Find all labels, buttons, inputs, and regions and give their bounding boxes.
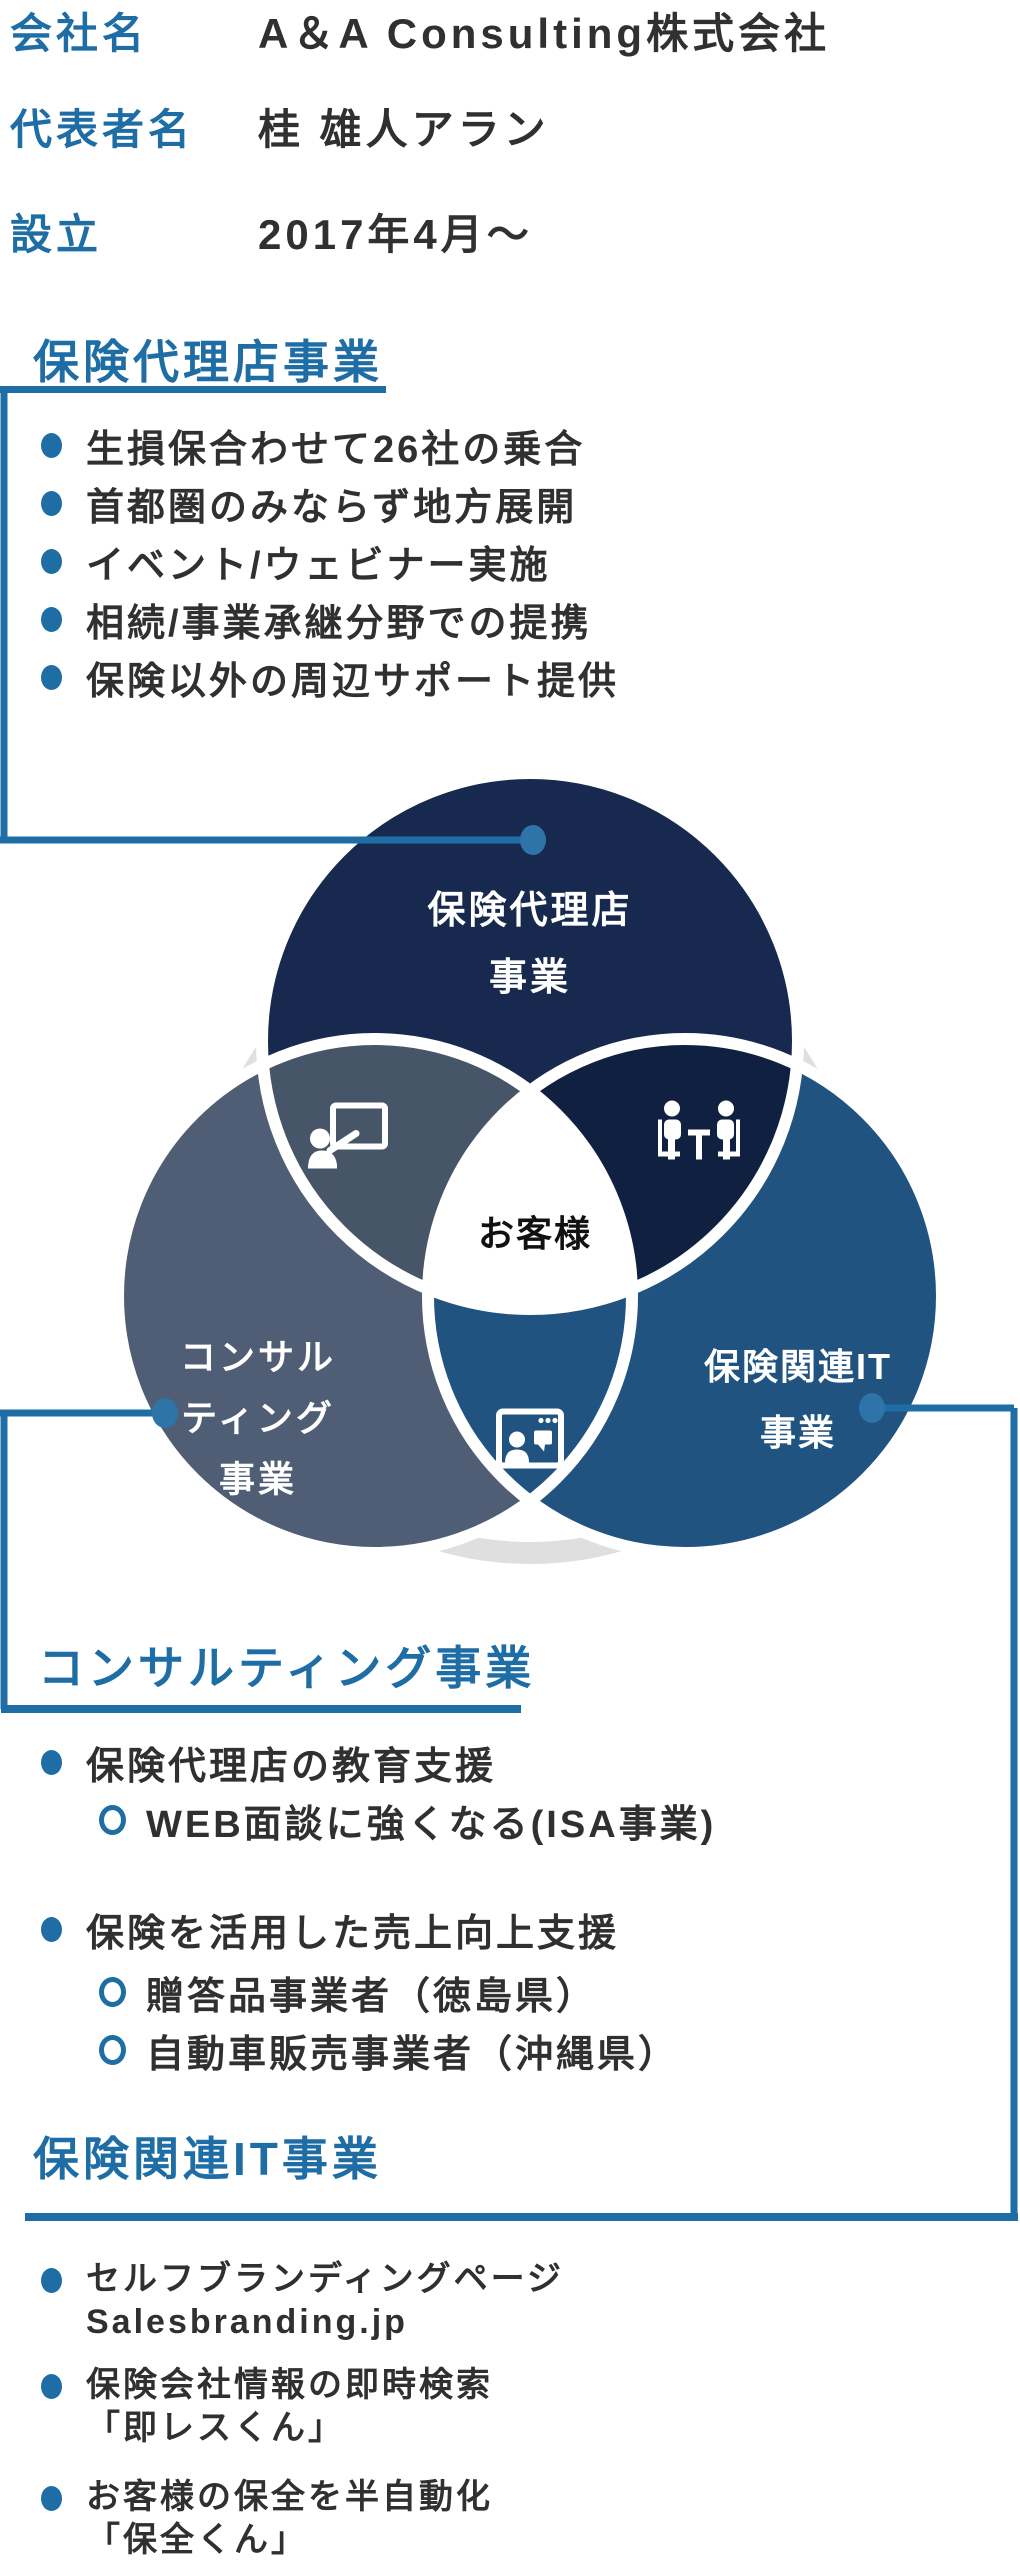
consulting-sub-3: 自動車販売事業者（沖縄県） [0, 2021, 679, 2079]
company-name-row: 会社名 A＆A Consulting株式会社 [0, 0, 1020, 57]
venn-label-consulting: コンサル ティング 事業 [180, 1327, 336, 1510]
connector-consulting [0, 1409, 165, 1709]
consulting-bullet-1-text: 保険代理店の教育支援 [86, 1745, 497, 1788]
representative-label: 代表者名 [10, 106, 195, 153]
it-bullet-2: 保険会社情報の即時検索 「即レスくん」 [0, 2364, 493, 2450]
connector-consulting-dot [152, 1398, 178, 1428]
venn-label-consulting-line3: 事業 [218, 1458, 298, 1500]
consulting-section-heading: コンサルティング事業 [38, 1642, 536, 1694]
bullet-dot [41, 606, 62, 632]
agency-bullet-4: 相続/事業承継分野での提携 [0, 590, 592, 648]
center-customer-area [428, 1039, 632, 1309]
established-row: 設立 2017年4月～ [0, 201, 1020, 258]
venn-label-agency-line1: 保険代理店 [427, 890, 633, 932]
venn-label-it: 保険関連IT 事業 [704, 1334, 892, 1466]
bullet-dot [41, 2486, 62, 2511]
bullet-dot [41, 548, 62, 574]
venn-label-agency: 保険代理店 事業 [427, 878, 632, 1012]
it-bullet-2-line2: 「即レスくん」 [86, 2409, 345, 2447]
consulting-sub-1-text: WEB面談に強くなる(ISA事業) [146, 1803, 717, 1846]
it-bullet-1-line1: セルフブランディングページ [86, 2260, 564, 2298]
venn-label-agency-line2: 事業 [488, 957, 572, 999]
connector-it-dot [859, 1393, 885, 1423]
bullet-dot [41, 1749, 62, 1775]
connector-agency-dot [520, 825, 546, 855]
meeting-icon [655, 1100, 743, 1177]
it-bullet-1-line2: Salesbranding.jp [86, 2303, 408, 2341]
it-bullet-3-line1: お客様の保全を半自動化 [86, 2478, 493, 2516]
agency-bullet-3-text: イベント/ウェビナー実施 [86, 544, 551, 587]
company-name-label: 会社名 [10, 10, 149, 57]
established-value: 2017年4月～ [258, 211, 533, 258]
bullet-dot [41, 2268, 62, 2293]
established-label: 設立 [10, 211, 103, 258]
agency-bullet-5: 保険以外の周辺サポート提供 [0, 648, 619, 706]
it-bullet-2-line1: 保険会社情報の即時検索 [86, 2366, 493, 2404]
agency-section-heading: 保険代理店事業 [33, 336, 383, 388]
consulting-sub-3-text: 自動車販売事業者（沖縄県） [146, 2033, 680, 2076]
agency-bullet-1-text: 生損保合わせて26社の乗合 [86, 428, 586, 471]
bullet-dot [41, 490, 62, 516]
consulting-bullet-2-text: 保険を活用した売上向上支援 [86, 1912, 620, 1955]
consulting-sub-2: 贈答品事業者（徳島県） [0, 1963, 597, 2021]
it-bullet-3: お客様の保全を半自動化 「保全くん」 [0, 2476, 493, 2562]
agency-bullet-2-text: 首都圏のみならず地方展開 [86, 486, 578, 529]
bullet-dot [41, 664, 62, 690]
bullet-dot [41, 432, 62, 458]
venn-label-consulting-line1: コンサル [179, 1336, 337, 1378]
venn-label-consulting-line2: ティング [181, 1397, 335, 1439]
venn-center-label: お客様 [477, 1213, 593, 1254]
presentation-icon [308, 1102, 388, 1174]
consulting-sub-1: WEB面談に強くなる(ISA事業) [0, 1791, 716, 1849]
company-name-value: A＆A Consulting株式会社 [258, 10, 831, 57]
connector-agency [0, 389, 533, 844]
video-call-icon [496, 1408, 564, 1474]
it-section-heading: 保険関連IT事業 [33, 2133, 382, 2185]
consulting-heading-underline [1, 1705, 521, 1713]
agency-heading-underline [0, 386, 386, 393]
agency-bullet-5-text: 保険以外の周辺サポート提供 [86, 660, 620, 703]
representative-row: 代表者名 桂 雄人アラン [0, 96, 1020, 153]
venn-label-it-line2: 事業 [759, 1412, 836, 1453]
consulting-sub-2-text: 贈答品事業者（徳島県） [146, 1975, 598, 2018]
representative-value: 桂 雄人アラン [258, 106, 550, 153]
bullet-dot [41, 2374, 62, 2399]
venn-label-it-line1: 保険関連IT [704, 1346, 892, 1387]
bullet-dot [41, 1916, 62, 1942]
agency-bullet-4-text: 相続/事業承継分野での提携 [86, 602, 592, 645]
agency-bullet-1: 生損保合わせて26社の乗合 [0, 416, 585, 474]
it-bullet-1: セルフブランディングページ Salesbranding.jp [0, 2258, 564, 2344]
it-heading-underline [25, 2213, 1018, 2221]
sub-bullet-circle [99, 1977, 126, 2007]
it-bullet-3-line2: 「保全くん」 [86, 2521, 308, 2559]
connector-it [872, 1404, 1018, 2217]
sub-bullet-circle [99, 2035, 126, 2065]
agency-bullet-3: イベント/ウェビナー実施 [0, 532, 551, 590]
agency-bullet-2: 首都圏のみならず地方展開 [0, 474, 577, 532]
sub-bullet-circle [99, 1805, 126, 1835]
consulting-bullet-1: 保険代理店の教育支援 [0, 1733, 496, 1791]
consulting-bullet-2: 保険を活用した売上向上支援 [0, 1900, 619, 1958]
